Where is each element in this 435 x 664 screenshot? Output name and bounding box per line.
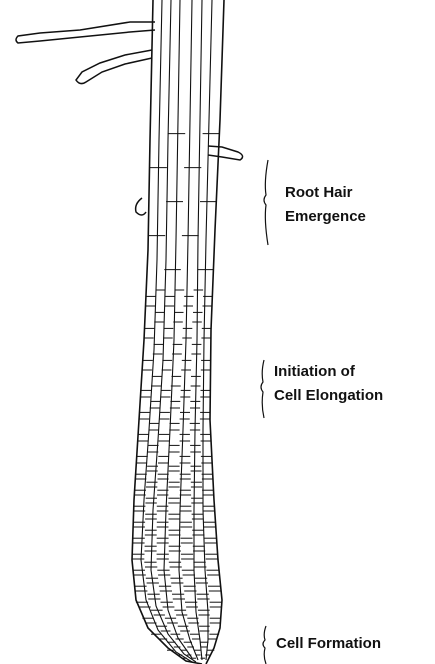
label-brackets	[261, 160, 268, 664]
label-root-hair-emergence: Root Hair Emergence	[285, 183, 366, 227]
root-hair-stub	[136, 198, 146, 215]
label-formation-line1: Cell Formation	[276, 634, 381, 654]
label-initiation-of-cell-elongation: Initiation of Cell Elongation	[274, 362, 383, 406]
root-hair-middle	[76, 50, 152, 84]
label-root-hair-line2: Emergence	[285, 207, 366, 227]
bracket-elongation	[261, 360, 264, 418]
root-outline-right	[206, 0, 224, 664]
bracket-formation	[263, 626, 266, 664]
root-outline-left	[132, 0, 202, 664]
label-elongation-line2: Cell Elongation	[274, 386, 383, 406]
label-cell-formation: Cell Formation	[276, 634, 381, 654]
root-hair-lower	[208, 146, 243, 160]
label-elongation-line1: Initiation of	[274, 362, 383, 382]
root-hair-upper	[16, 22, 155, 43]
bracket-root-hair	[264, 160, 268, 245]
label-root-hair-line1: Root Hair	[285, 183, 366, 203]
